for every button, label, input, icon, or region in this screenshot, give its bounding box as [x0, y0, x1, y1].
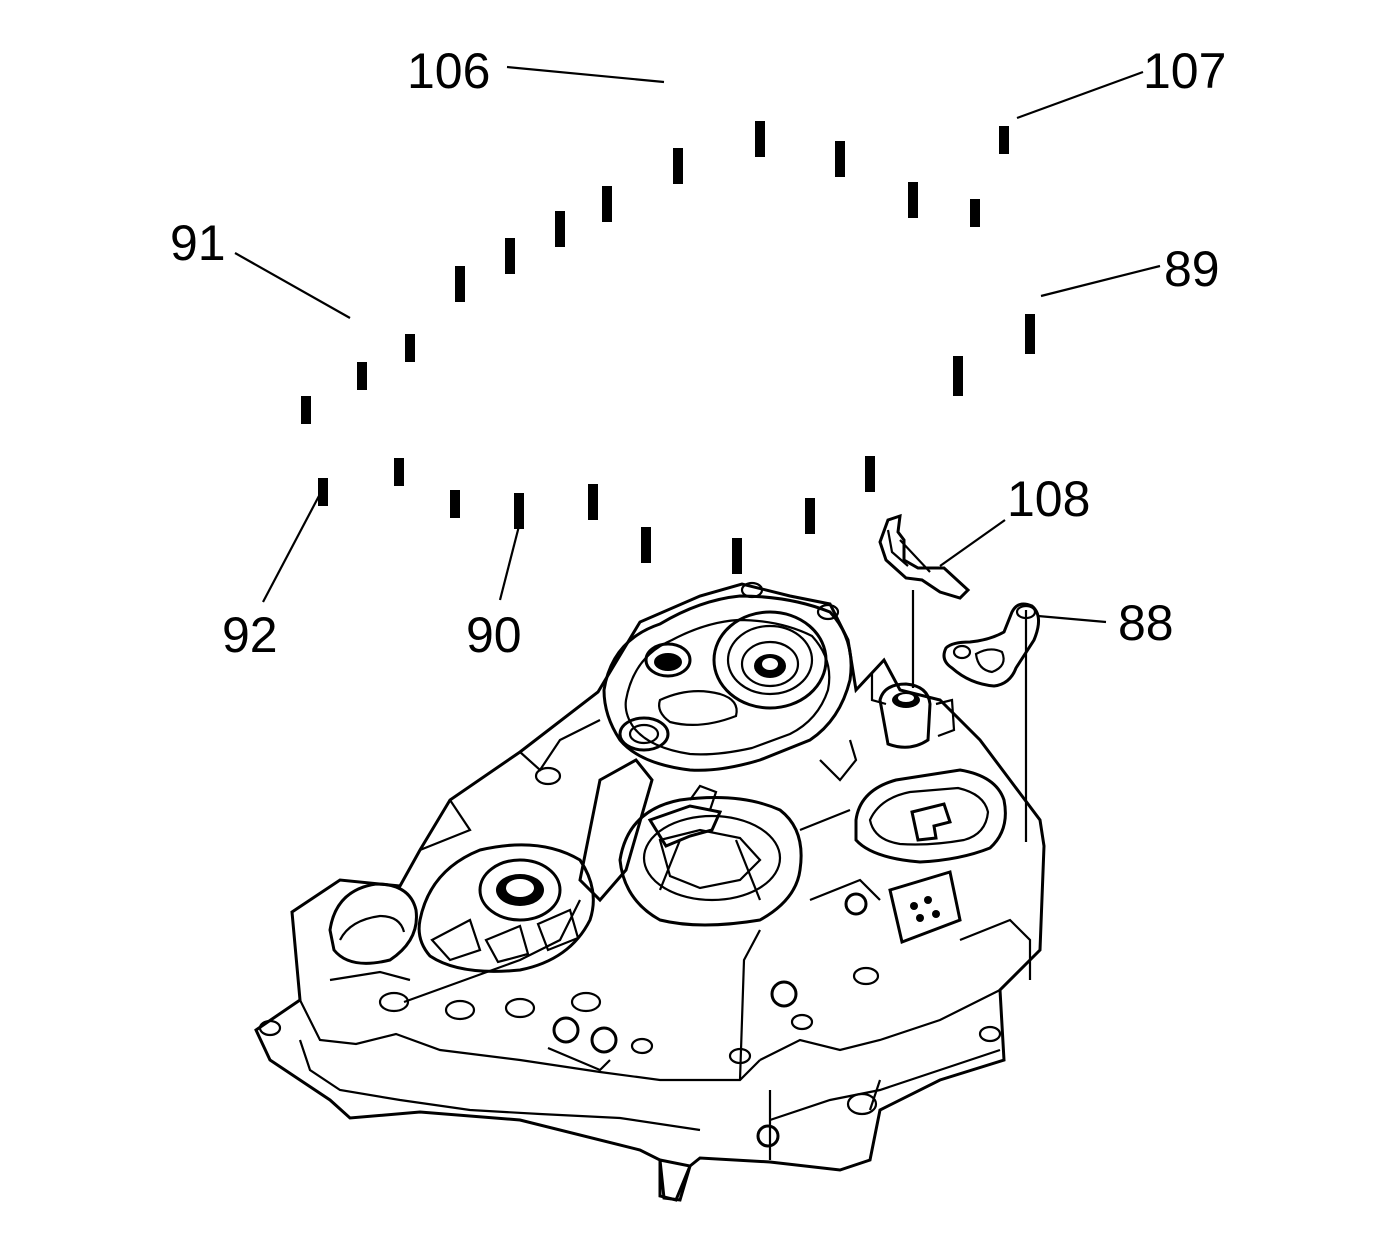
bolt-106 [666, 67, 690, 184]
transfer-case-housing [254, 581, 1046, 1202]
bolt [963, 140, 987, 227]
bolt [448, 185, 472, 302]
callout-108: 108 [1007, 471, 1091, 527]
bolt-90 [507, 412, 531, 529]
callout-89: 89 [1164, 241, 1220, 297]
callout-90: 90 [466, 607, 522, 663]
bolt [294, 337, 318, 424]
bolt [498, 157, 522, 274]
bolt [946, 245, 970, 396]
bolt-92 [311, 419, 335, 506]
bolt [581, 403, 605, 520]
bolt [725, 457, 749, 574]
callout-91: 91 [170, 215, 226, 271]
bracket-108 [878, 513, 971, 600]
callout-107: 107 [1143, 43, 1227, 99]
bolt [828, 60, 852, 177]
bolt [901, 101, 925, 218]
bolt [798, 417, 822, 534]
bolt [858, 375, 882, 492]
callout-88: 88 [1118, 595, 1174, 651]
gasket-88 [942, 602, 1040, 688]
bolt [387, 399, 411, 486]
callout-106: 106 [407, 43, 491, 99]
bolt-107 [992, 67, 1016, 154]
bolt [398, 275, 422, 362]
bolt [443, 431, 467, 518]
bolt-group-bottom [311, 375, 882, 574]
bolt [595, 105, 619, 222]
bolt [548, 130, 572, 247]
bolt [748, 40, 772, 157]
bolt-91 [350, 303, 374, 390]
bolt [634, 446, 658, 563]
callout-92: 92 [222, 607, 278, 663]
bolt-89 [1018, 203, 1042, 354]
